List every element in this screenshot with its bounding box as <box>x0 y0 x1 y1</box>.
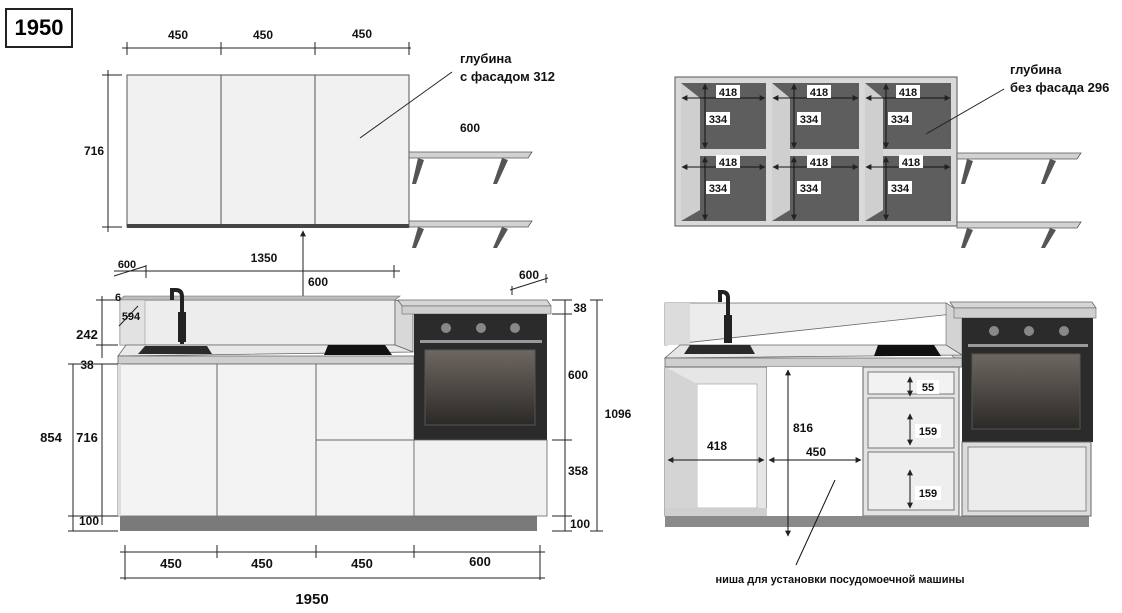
oven-niche: 600 <box>568 368 588 382</box>
upper-height: 716 <box>84 144 104 158</box>
inner-w-6: 418 <box>902 157 920 169</box>
top-width-dims <box>122 42 411 55</box>
oven-column-right <box>949 301 1097 517</box>
drawer-low: 159 <box>919 488 937 500</box>
niche-span: 450 <box>806 445 826 459</box>
upper-cabinets <box>126 74 410 228</box>
splash-height: 242 <box>76 327 98 342</box>
inner-w-2: 418 <box>810 87 828 99</box>
niche-width: 418 <box>707 439 727 453</box>
inner-h-6: 334 <box>891 183 910 195</box>
base-cabinets <box>117 363 537 531</box>
bottom-width-3: 450 <box>351 556 373 571</box>
splash-thick: 6 <box>115 292 121 304</box>
shelf-width: 600 <box>460 121 480 135</box>
inner-h-5: 334 <box>800 183 819 195</box>
bottom-width-1: 450 <box>160 556 182 571</box>
left-margin-600: 600 <box>118 259 136 271</box>
span-1350: 1350 <box>251 251 278 265</box>
bottom-width-4: 600 <box>469 554 491 569</box>
top-width-1: 450 <box>168 28 188 42</box>
backsplash <box>119 295 414 353</box>
splash-depth: 594 <box>122 311 141 323</box>
plinth-right: 100 <box>570 517 590 531</box>
total-width: 1950 <box>295 591 328 608</box>
drawer-top: 55 <box>922 382 934 394</box>
dishwasher-note: ниша для установки посудомоечной машины <box>715 574 964 586</box>
hob <box>324 345 392 355</box>
depth-nofacade-line2: без фасада 296 <box>1010 80 1109 95</box>
right-total: 1096 <box>605 407 632 421</box>
base-height: 716 <box>76 430 98 445</box>
top-width-3: 450 <box>352 27 372 41</box>
inner-h-4: 334 <box>709 183 728 195</box>
depth-facade-line2: с фасадом 312 <box>460 69 555 84</box>
model-title: 1950 <box>5 8 73 48</box>
faucet <box>170 288 184 344</box>
plinth-left: 100 <box>79 514 99 528</box>
gap-600: 600 <box>308 275 328 289</box>
drawer-height: 358 <box>568 464 588 478</box>
inner-dim-labels <box>706 85 923 194</box>
inner-w-3: 418 <box>899 87 917 99</box>
inner-h-1: 334 <box>709 114 728 126</box>
wall-shelves-left <box>408 151 533 248</box>
worktop-thick: 38 <box>80 358 94 372</box>
depth-facade-line1: глубина <box>460 51 512 66</box>
oven-depth: 600 <box>519 268 539 282</box>
niche-height: 816 <box>793 421 813 435</box>
inner-w-5: 418 <box>810 157 828 169</box>
inner-h-2: 334 <box>800 114 819 126</box>
drawer-mid: 159 <box>919 426 937 438</box>
base-total: 854 <box>40 430 62 445</box>
depth-nofacade-line1: глубина <box>1010 62 1062 77</box>
oven-column <box>397 299 552 517</box>
top-width-2: 450 <box>253 28 273 42</box>
inner-w-1: 418 <box>719 87 737 99</box>
oven-top: 38 <box>573 301 587 315</box>
upper-carcass <box>674 76 958 227</box>
sink <box>138 346 212 354</box>
inner-w-4: 418 <box>719 157 737 169</box>
bottom-width-2: 450 <box>251 556 273 571</box>
inner-h-3: 334 <box>891 114 910 126</box>
wall-shelves-right <box>956 152 1082 248</box>
